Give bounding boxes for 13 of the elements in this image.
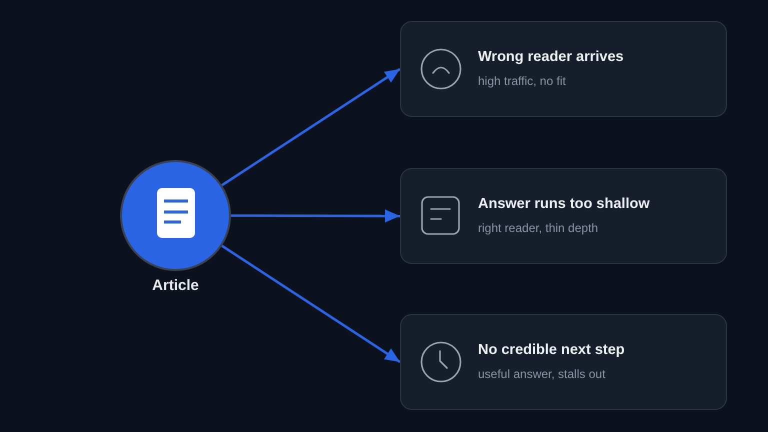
issue-card — [400, 21, 727, 117]
issue-card — [400, 168, 727, 264]
arrow — [221, 244, 401, 364]
card-title: No credible next step — [478, 342, 625, 358]
card-title: Answer runs too shallow — [478, 196, 650, 212]
issue-card — [400, 314, 727, 410]
arrow — [221, 68, 401, 186]
card-subtitle: right reader, thin depth — [478, 221, 598, 235]
arrow — [231, 209, 400, 222]
card-subtitle: useful answer, stalls out — [478, 367, 606, 381]
card-title: Wrong reader arrives — [478, 49, 624, 65]
node-label: Article — [152, 277, 199, 294]
card-subtitle: high traffic, no fit — [478, 74, 566, 88]
